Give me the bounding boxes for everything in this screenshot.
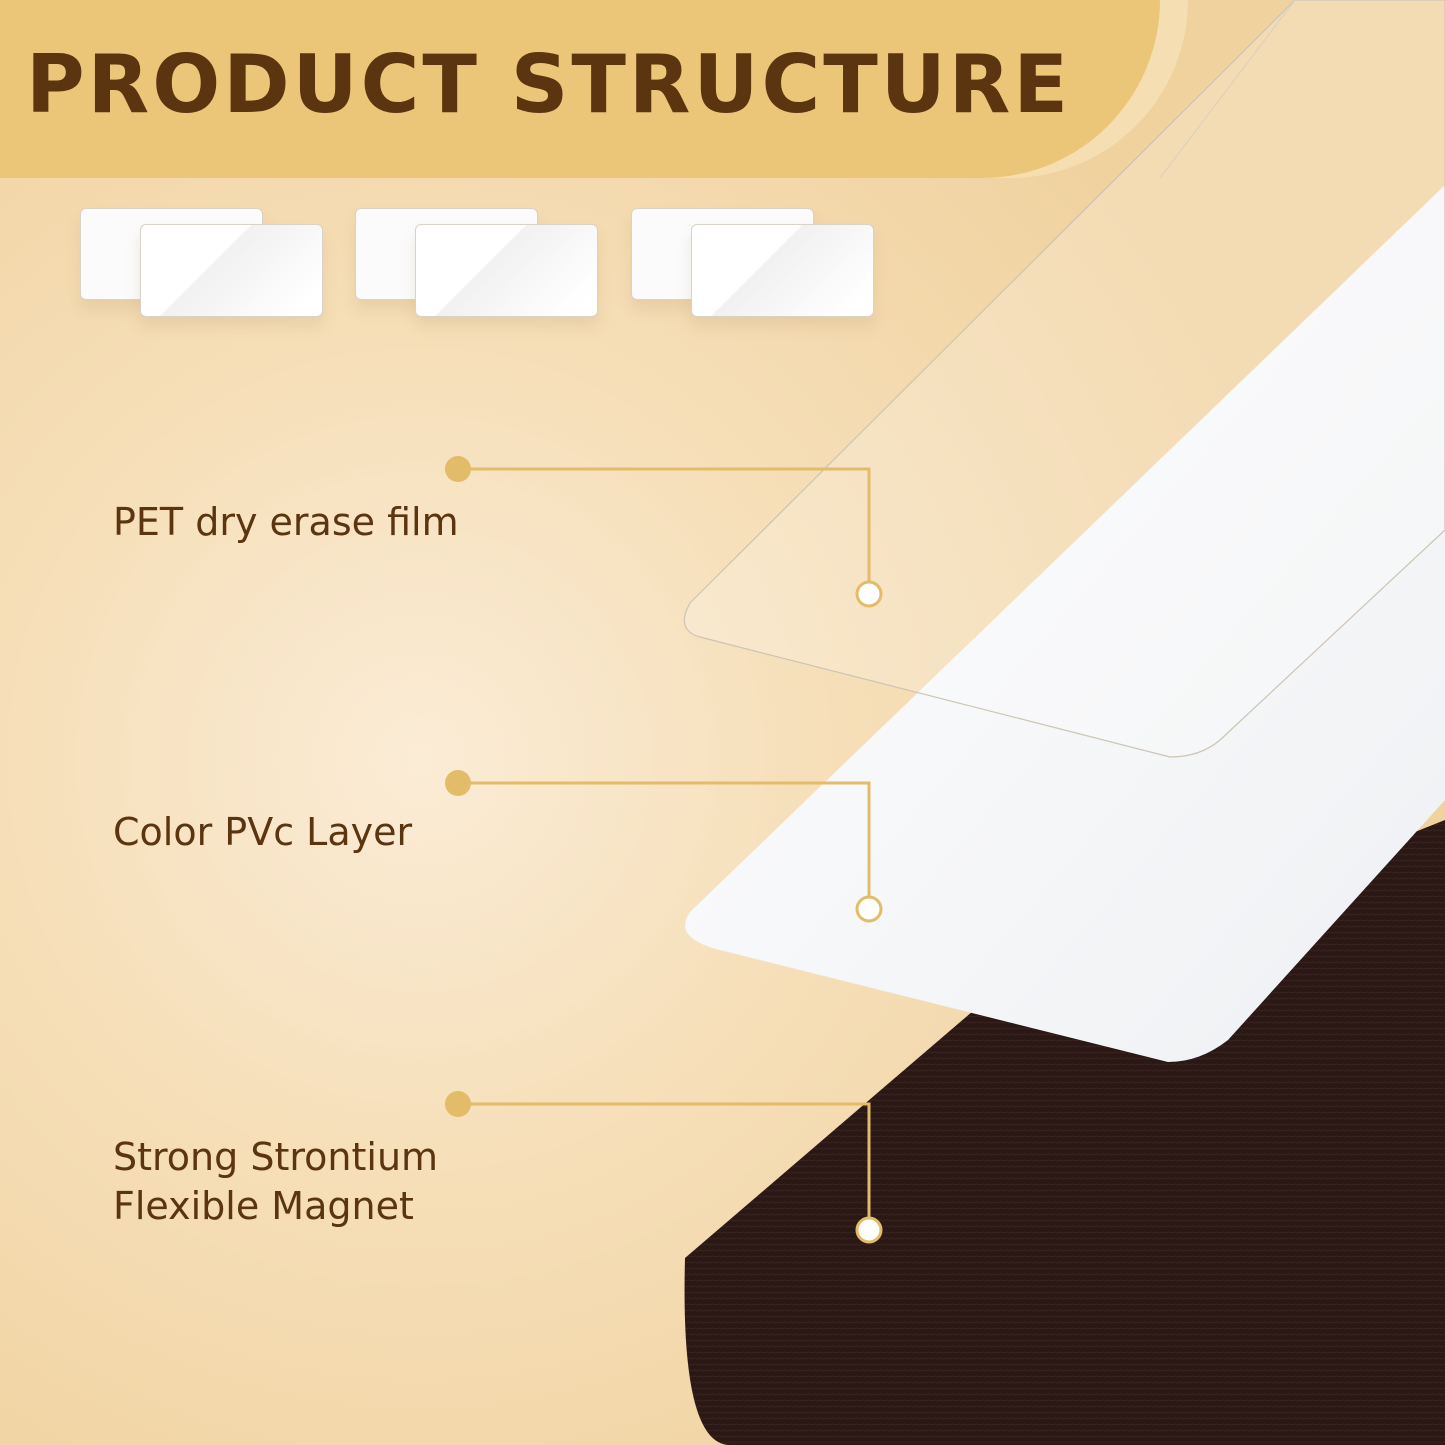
pet-film-layer <box>683 0 1445 758</box>
callout-target <box>855 1216 883 1244</box>
page-title: PRODUCT STRUCTURE <box>26 38 1071 131</box>
callout-pet <box>445 456 883 608</box>
product-thumbnail <box>140 224 323 317</box>
label-magnet-line1: Strong Strontium <box>113 1135 439 1179</box>
pvc-layer <box>685 185 1445 1062</box>
pet-film-edge <box>1159 0 1296 179</box>
label-pet-film: PET dry erase film <box>113 500 459 544</box>
callout-line <box>458 467 871 593</box>
callout-magnet <box>445 1091 883 1244</box>
callout-pvc <box>445 770 883 923</box>
callout-line <box>458 781 871 908</box>
header-banner <box>0 0 1160 178</box>
product-thumbnail <box>415 224 598 317</box>
label-pvc-layer: Color PVc Layer <box>113 810 413 854</box>
callout-target <box>855 895 883 923</box>
product-thumbnail <box>691 224 874 317</box>
callout-target <box>855 580 883 608</box>
label-magnet-line2: Flexible Magnet <box>113 1184 414 1228</box>
callout-line <box>458 1102 871 1229</box>
